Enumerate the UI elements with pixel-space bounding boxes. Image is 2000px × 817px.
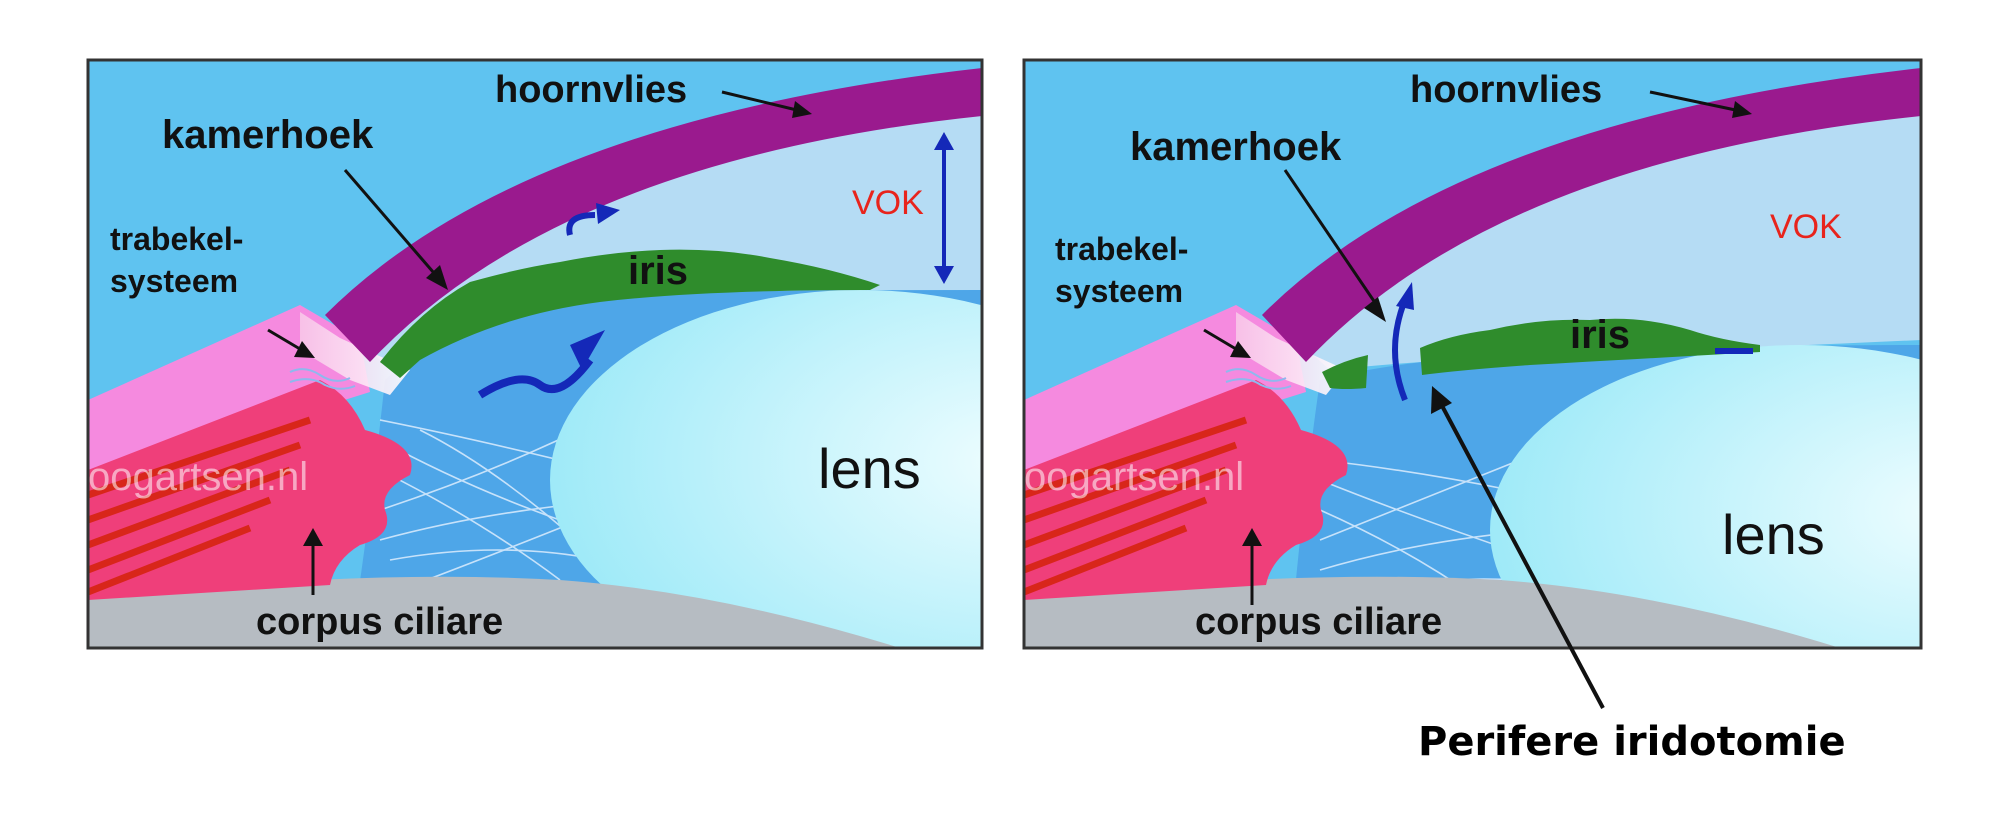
ciliary-muscle: [88, 416, 312, 596]
iris-label: iris: [628, 249, 688, 293]
vok-label: VOK: [852, 184, 924, 222]
trabecular-meshwork: [1236, 312, 1346, 395]
iris-shape: [380, 249, 880, 378]
anterior-chamber: [1265, 110, 1921, 370]
cornea-pointer: [721, 90, 806, 114]
ciliary-body-shape: [1024, 380, 1348, 600]
vok-label: VOK: [1770, 208, 1842, 246]
return-flow-arrowhead: [596, 203, 620, 224]
cornea-shape: [325, 68, 982, 362]
aqueous-flow-arrowhead: [570, 330, 605, 370]
iris-peripheral-fragment: [1322, 355, 1368, 389]
cornea-pointer-head: [1732, 101, 1752, 118]
lens-label: lens: [818, 437, 921, 500]
ciliary-pointer-head: [303, 528, 323, 546]
cornea-shape: [1262, 68, 1921, 362]
sclera-bottom: [1024, 576, 1840, 648]
angle-pointer: [1283, 169, 1382, 311]
angle-pointer-head: [1364, 297, 1386, 322]
lens-shape: [1490, 345, 1921, 648]
trabecular-label-line2: systeem: [110, 263, 238, 299]
trabecular-label-line2: systeem: [1055, 273, 1183, 309]
cornea-pointer-head: [792, 101, 812, 118]
iridotomy-flow-arrow: [1392, 298, 1408, 402]
cornea-label: hoornvlies: [1410, 69, 1602, 111]
angle-label: kamerhoek: [1130, 125, 1342, 169]
watermark-text: oogartsen.nl: [88, 455, 308, 499]
trabecular-meshwork: [300, 312, 410, 395]
trabecular-pointer-head: [1230, 341, 1251, 358]
angle-pointer-head: [426, 265, 448, 290]
trabecular-fibers: [289, 368, 356, 390]
left-panel-frame: [86, 58, 984, 650]
ciliary-label: corpus ciliare: [256, 601, 503, 643]
ciliary-muscle: [1024, 416, 1248, 596]
iridotomy-pointer: [1438, 401, 1605, 709]
iridotomy-caption: Perifere iridotomie: [1418, 719, 1846, 765]
iris-shape: [1420, 318, 1760, 375]
sclera-bottom: [88, 576, 900, 648]
trabecular-pointer-head: [294, 341, 315, 358]
watermark-text: oogartsen.nl: [1024, 455, 1244, 499]
ciliary-label: corpus ciliare: [1195, 601, 1442, 643]
iridotomy-pointer-head: [1431, 386, 1452, 414]
trabecular-fibers: [1225, 368, 1292, 390]
ciliary-pointer-head: [1242, 528, 1262, 546]
lens-label: lens: [1722, 503, 1825, 566]
iris-edge-marker: [1715, 348, 1753, 354]
ciliary-body-shape: [88, 380, 412, 600]
cornea-pointer: [1649, 90, 1746, 114]
lens-shape: [550, 290, 982, 648]
return-flow-arrow: [566, 212, 596, 236]
right-panel-frame: [1022, 58, 1923, 650]
iridotomy-flow-arrowhead: [1396, 282, 1414, 310]
vok-depth-arrowhead-top: [934, 132, 954, 150]
aqueous-flow-arrow: [477, 357, 594, 399]
trabecular-label-line1: trabekel-: [1055, 231, 1188, 267]
trabecular-label-line1: trabekel-: [110, 221, 243, 257]
vok-depth-arrowhead-bottom: [934, 266, 954, 284]
angle-label: kamerhoek: [162, 113, 374, 157]
cornea-label: hoornvlies: [495, 69, 687, 111]
angle-pointer: [343, 169, 442, 281]
iris-label: iris: [1570, 313, 1630, 357]
